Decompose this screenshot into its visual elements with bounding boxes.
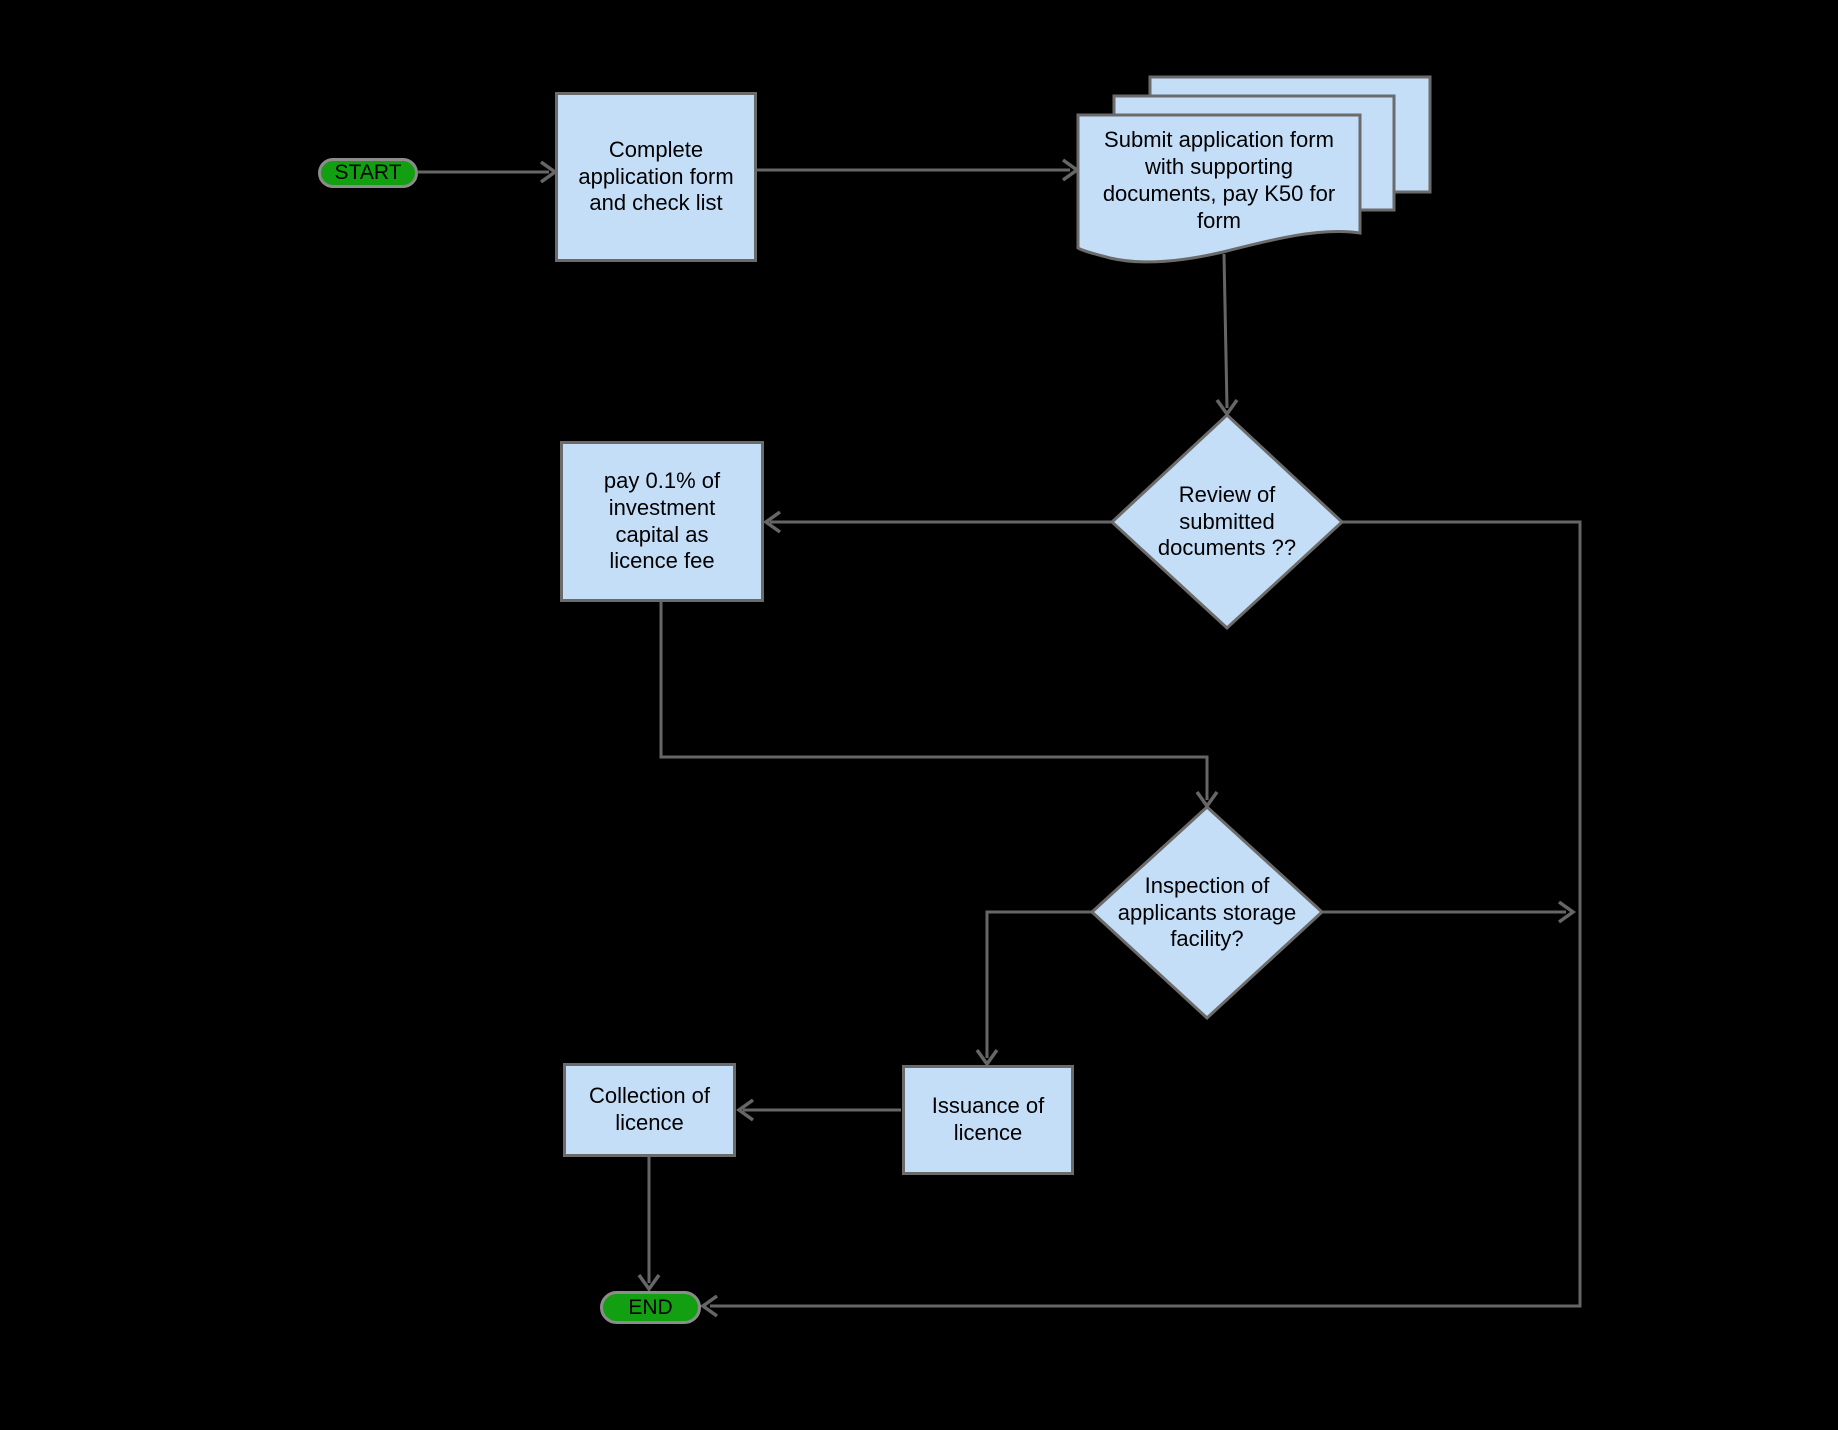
edge-start-to-complete — [418, 160, 559, 184]
edge-inspection-to-issuance — [975, 910, 1093, 1068]
node-collection-process: Collection of licence — [563, 1063, 736, 1157]
pay-label: pay 0.1% of investment capital as licenc… — [603, 467, 721, 574]
edge-pay-to-inspection — [659, 601, 1219, 810]
edge-line — [1222, 253, 1229, 409]
inspection-decision-label: Inspection of applicants storage facilit… — [1117, 872, 1297, 952]
issuance-label: Issuance of licence — [931, 1093, 1045, 1145]
submit-document-label: Submit application form with supporting … — [1102, 127, 1336, 233]
node-complete-process: Complete application form and check list — [555, 92, 757, 262]
arrowhead-right-icon — [1557, 900, 1577, 924]
node-issuance-process: Issuance of licence — [902, 1065, 1074, 1175]
edge-complete-to-submit — [757, 158, 1081, 182]
edge-collection-to-end — [637, 1156, 661, 1293]
edge-submit-to-review — [1215, 253, 1239, 418]
edge-review-to-pay — [762, 510, 1112, 534]
node-pay-process: pay 0.1% of investment capital as licenc… — [560, 441, 764, 602]
start-label: START — [334, 161, 402, 184]
arrowhead-left-icon — [762, 510, 782, 534]
edge-line — [985, 910, 1093, 1058]
node-end-terminal: END — [600, 1291, 701, 1324]
edge-review-to-end — [699, 520, 1582, 1318]
arrowhead-left-icon — [699, 1294, 719, 1318]
review-decision-label: Review of submitted documents ?? — [1157, 481, 1297, 561]
edge-line — [710, 520, 1582, 1308]
collection-label: Collection of licence — [588, 1083, 711, 1135]
arrowhead-down-icon — [975, 1048, 999, 1068]
document-front-page — [1076, 113, 1362, 264]
end-label: END — [628, 1295, 673, 1319]
node-start-terminal: START — [318, 158, 418, 188]
node-inspection-decision — [1089, 804, 1325, 1021]
edge-inspection-to-end-rail — [1323, 900, 1577, 924]
arrowhead-left-icon — [735, 1098, 755, 1122]
complete-label: Complete application form and check list — [578, 136, 734, 216]
edge-line — [659, 601, 1209, 800]
edge-issuance-to-collection — [735, 1098, 901, 1122]
node-review-decision — [1109, 412, 1345, 631]
arrowhead-down-icon — [637, 1273, 661, 1293]
node-submit-document — [1076, 75, 1432, 264]
